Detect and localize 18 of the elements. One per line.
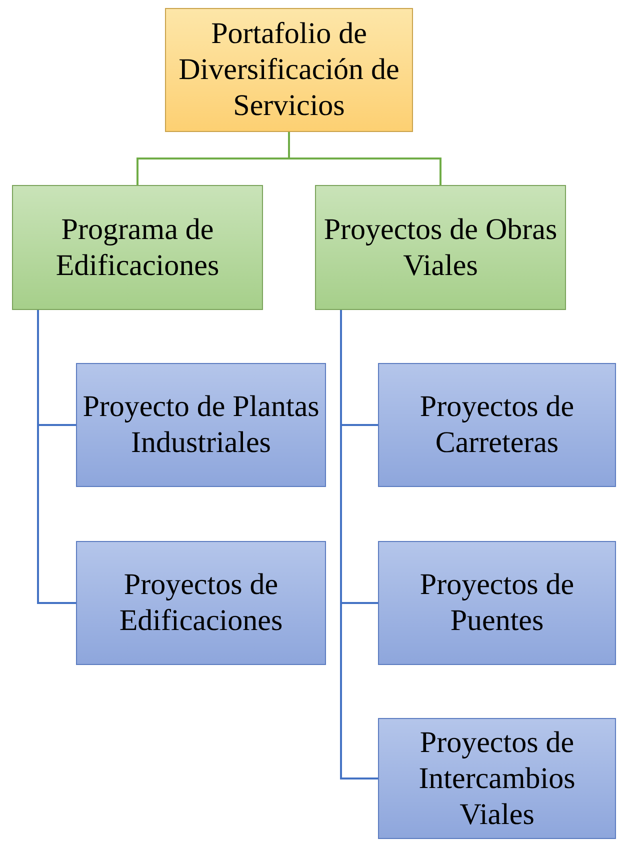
connector-line (288, 132, 442, 185)
box-label: Proyectos de Puentes (418, 567, 576, 639)
org-chart-box (165, 8, 413, 132)
box-label: Programa de Edificaciones (54, 212, 220, 284)
box-label: Proyectos de Obras Viales (322, 212, 558, 284)
connector-line (37, 310, 76, 604)
org-chart-box (76, 363, 326, 487)
box-label: Portafolio de Diversificación de Servicios (178, 16, 400, 124)
box-label: Proyectos de Intercambios Viales (418, 724, 576, 832)
org-chart-box (76, 541, 326, 665)
box-label: Proyecto de Plantas Industriales (82, 389, 320, 461)
org-chart-box (378, 718, 616, 839)
org-chart-box (378, 541, 616, 665)
org-chart-box (315, 185, 566, 310)
box-label: Proyectos de Carreteras (418, 389, 576, 461)
org-chart-box (378, 363, 616, 487)
box-label: Proyectos de Edificaciones (118, 567, 284, 639)
org-chart-box (12, 185, 263, 310)
